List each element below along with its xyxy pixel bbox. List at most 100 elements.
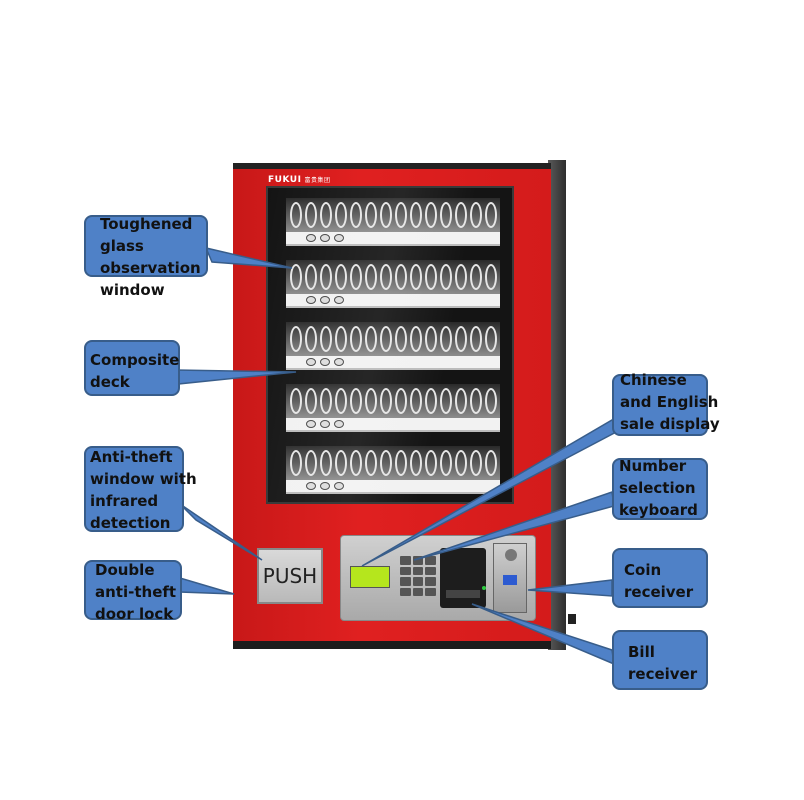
number-keypad[interactable] — [400, 556, 436, 596]
product-spiral — [320, 264, 332, 290]
product-spiral — [350, 326, 362, 352]
callout-door-lock-text: Double anti-theft door lock — [95, 561, 177, 623]
product-spiral — [410, 264, 422, 290]
product-spiral — [380, 326, 392, 352]
product-spiral — [470, 202, 482, 228]
callout-anti-theft-window-text: Anti-theft window with infrared detectio… — [90, 448, 197, 532]
product-spiral — [455, 450, 467, 476]
product-spiral — [305, 388, 317, 414]
product-spiral — [455, 388, 467, 414]
callout-coin-receiver — [612, 548, 708, 608]
push-pickup-door[interactable]: PUSH — [257, 548, 323, 604]
product-spiral — [380, 264, 392, 290]
callout-glass-window-text: Toughened glass observation window — [100, 215, 201, 299]
product-spiral — [485, 388, 497, 414]
product-spiral — [380, 202, 392, 228]
door-lock-knob[interactable] — [568, 614, 576, 624]
pointer-coin-receiver — [527, 579, 613, 597]
product-spiral — [470, 388, 482, 414]
product-spiral — [290, 202, 302, 228]
product-spiral — [365, 326, 377, 352]
product-spiral — [290, 388, 302, 414]
product-spiral — [350, 202, 362, 228]
pointer-bill-receiver — [471, 603, 615, 666]
product-spiral — [365, 202, 377, 228]
product-spiral — [425, 450, 437, 476]
callout-keyboard-text: Number selection keyboard — [619, 457, 698, 519]
callout-bill-receiver — [612, 630, 708, 690]
shelf-row-2 — [286, 260, 500, 310]
shelf-row-4 — [286, 384, 500, 434]
bill-status-led — [482, 586, 486, 590]
product-spiral — [380, 388, 392, 414]
callout-glass-window — [84, 215, 208, 277]
product-spiral — [335, 264, 347, 290]
product-spiral — [335, 326, 347, 352]
callout-keyboard — [612, 458, 708, 520]
product-spiral — [455, 202, 467, 228]
product-spiral — [320, 388, 332, 414]
product-spiral — [470, 264, 482, 290]
pointer-door-lock — [179, 576, 235, 595]
machine-side — [548, 160, 566, 650]
product-spiral — [395, 202, 407, 228]
product-spiral — [425, 326, 437, 352]
product-spiral — [425, 202, 437, 228]
product-spiral — [290, 450, 302, 476]
pointer-anti-theft-window — [179, 503, 263, 561]
pointer-composite-deck — [175, 369, 297, 385]
product-spiral — [290, 264, 302, 290]
product-spiral — [335, 450, 347, 476]
product-spiral — [395, 450, 407, 476]
product-spiral — [365, 388, 377, 414]
bill-receiver-unit[interactable] — [440, 548, 486, 608]
product-spiral — [485, 450, 497, 476]
product-spiral — [485, 202, 497, 228]
product-spiral — [305, 326, 317, 352]
product-spiral — [440, 264, 452, 290]
product-spiral — [425, 388, 437, 414]
shelf-row-1 — [286, 198, 500, 248]
callout-composite-deck — [84, 340, 180, 396]
callout-anti-theft-window — [84, 446, 184, 532]
product-spiral — [320, 202, 332, 228]
product-spiral — [395, 264, 407, 290]
product-spiral — [395, 388, 407, 414]
product-spiral — [320, 326, 332, 352]
product-spiral — [410, 326, 422, 352]
product-spiral — [440, 450, 452, 476]
product-spiral — [455, 264, 467, 290]
product-spiral — [440, 202, 452, 228]
callout-bill-receiver-text: Bill receiver — [628, 643, 698, 683]
product-spiral — [365, 450, 377, 476]
product-spiral — [485, 326, 497, 352]
product-spiral — [410, 388, 422, 414]
brand-subtitle: 富贵集团 — [304, 177, 331, 184]
bill-slot[interactable] — [446, 590, 480, 598]
product-spiral — [470, 326, 482, 352]
callout-composite-deck-text: Composite deck — [90, 351, 180, 391]
callout-sale-display-text: Chinese and English sale display — [620, 371, 720, 433]
product-spiral — [455, 326, 467, 352]
pointer-keyboard — [413, 490, 615, 561]
callout-door-lock — [84, 560, 182, 620]
product-spiral — [380, 450, 392, 476]
shelf-row-3 — [286, 322, 500, 372]
sale-display-screen — [350, 566, 390, 588]
product-spiral — [425, 264, 437, 290]
coin-return-knob[interactable] — [505, 549, 517, 561]
product-spiral — [440, 388, 452, 414]
product-spiral — [335, 388, 347, 414]
push-label: PUSH — [262, 564, 318, 588]
product-spiral — [410, 450, 422, 476]
product-spiral — [470, 450, 482, 476]
product-spiral — [350, 388, 362, 414]
pointer-sale-display — [361, 419, 622, 567]
product-spiral — [335, 202, 347, 228]
coin-slot[interactable] — [503, 575, 517, 585]
brand-name: FUKUI — [268, 175, 302, 185]
product-spiral — [440, 326, 452, 352]
product-spiral — [320, 450, 332, 476]
